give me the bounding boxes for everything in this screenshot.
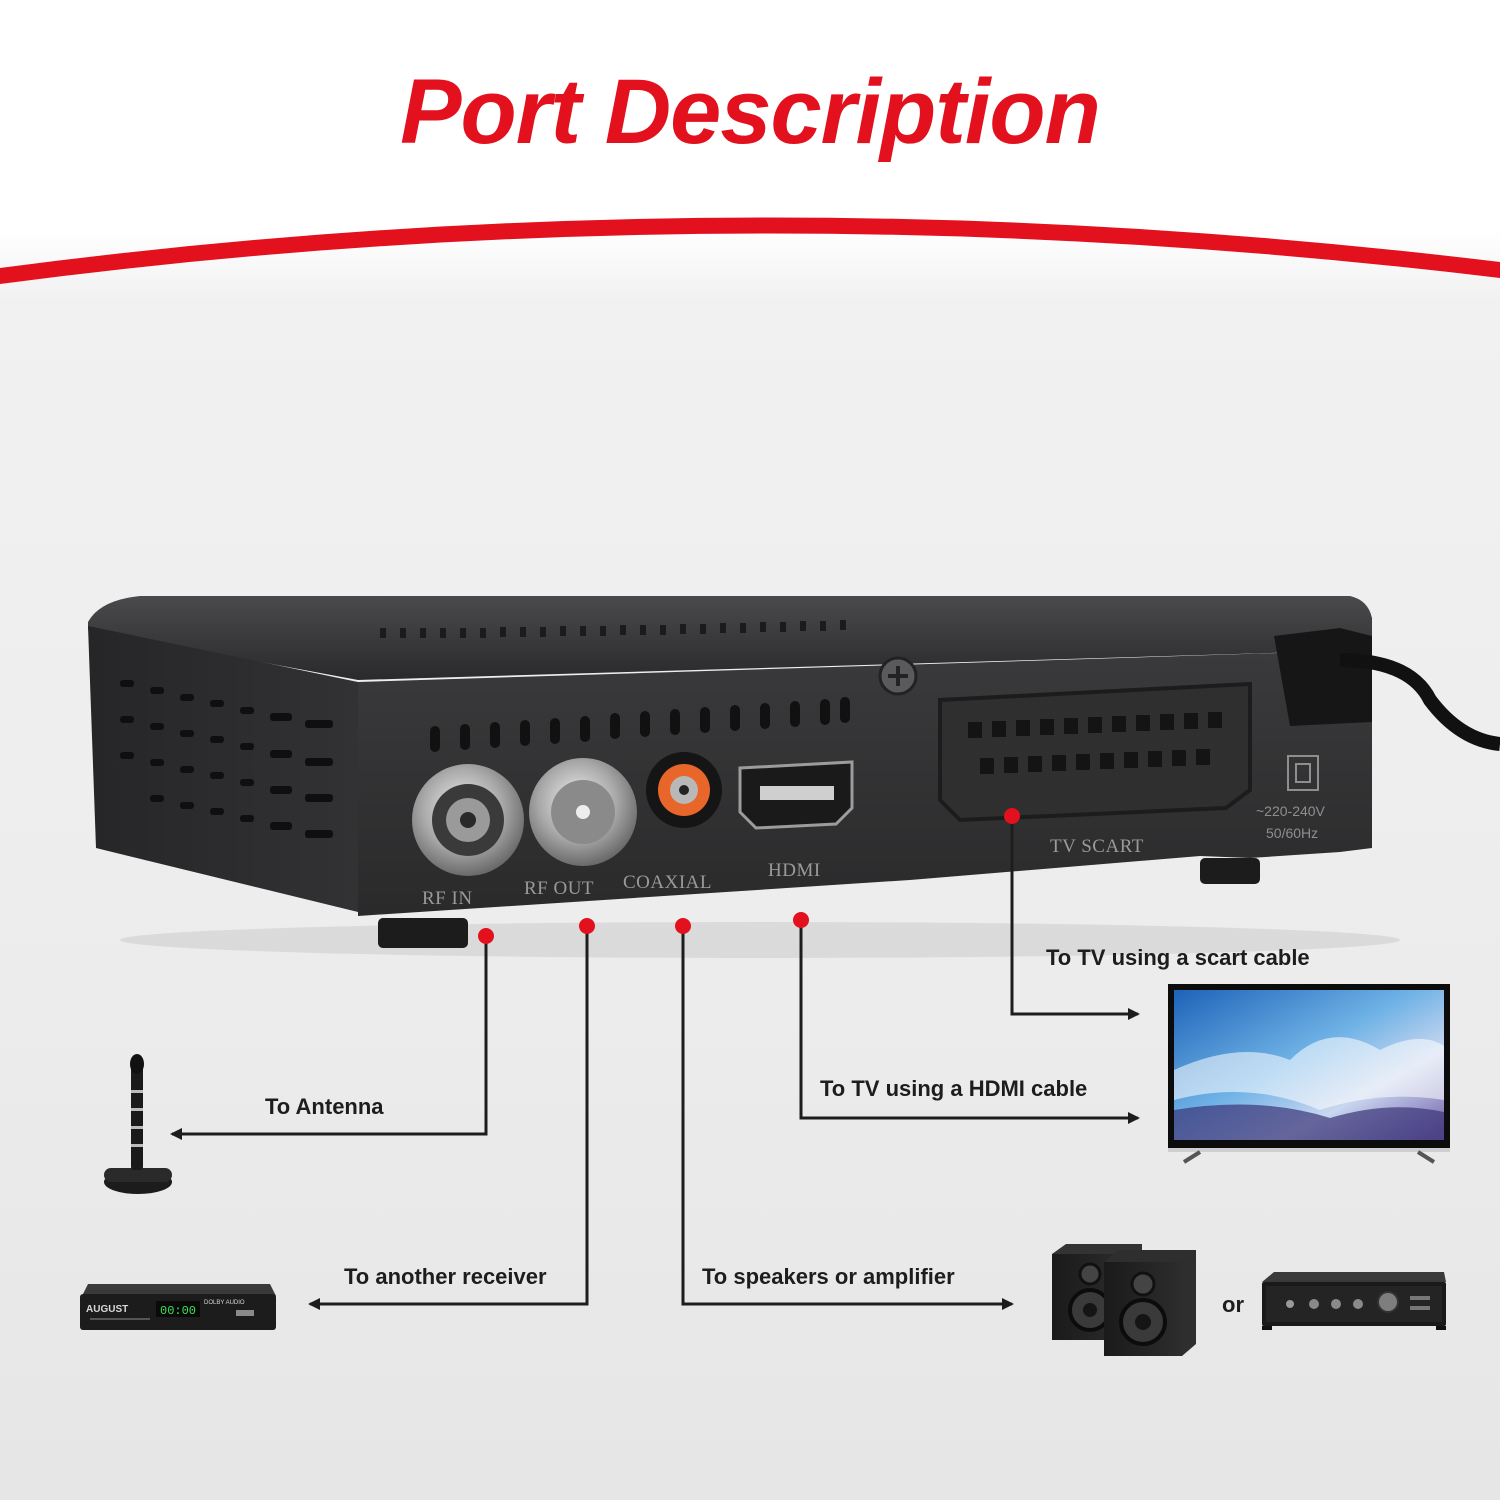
- receiver-brand: AUGUST: [86, 1304, 128, 1315]
- side-vents: [120, 680, 333, 838]
- label-coaxial: COAXIAL: [623, 872, 712, 893]
- marker-coaxial: [675, 918, 691, 934]
- label-to-speakers: To speakers or amplifier: [702, 1264, 955, 1289]
- label-or: or: [1222, 1292, 1244, 1317]
- label-to-tv-scart: To TV using a scart cable: [1046, 945, 1310, 970]
- line-rf-in: [170, 936, 488, 1140]
- top-vents: [380, 620, 846, 638]
- rf-in-port: [412, 764, 524, 876]
- screw: [878, 656, 918, 696]
- receiver-display: 00:00: [160, 1304, 196, 1318]
- marker-scart: [1004, 808, 1020, 824]
- label-rf-in: RF IN: [422, 888, 473, 909]
- scart-port: [938, 681, 1252, 823]
- line-hdmi: [799, 920, 1140, 1124]
- foot: [378, 918, 468, 948]
- tv-icon: [1168, 984, 1450, 1164]
- marker-hdmi: [793, 912, 809, 928]
- label-to-receiver: To another receiver: [344, 1264, 547, 1289]
- antenna-icon: [104, 1054, 172, 1194]
- line-scart: [1010, 816, 1140, 1020]
- foot: [1200, 858, 1260, 884]
- speakers-icon: [1052, 1244, 1196, 1356]
- label-tv-scart: TV SCART: [1050, 836, 1144, 857]
- marker-rf-out: [579, 918, 595, 934]
- back-vents: [430, 697, 850, 752]
- power-cable: [1274, 628, 1500, 751]
- rf-out-port: [529, 758, 637, 866]
- scart-pins: [968, 712, 1222, 774]
- label-rf-out: RF OUT: [524, 878, 594, 899]
- label-to-tv-hdmi: To TV using a HDMI cable: [820, 1076, 1087, 1101]
- top-panel: [88, 596, 1372, 680]
- amplifier-icon: [1262, 1272, 1446, 1330]
- coaxial-port: [646, 752, 722, 828]
- connector-lines: [170, 816, 1140, 1310]
- port-markers: [478, 808, 1020, 944]
- receiver-badge: DOLBY AUDIO: [204, 1300, 245, 1306]
- set-top-box: ~220-240V 50/60Hz RF IN RF OUT COAXIAL H…: [88, 596, 1500, 958]
- power-rating-line1: ~220-240V: [1256, 803, 1326, 819]
- power-symbol: [1287, 755, 1319, 791]
- receiver-icon: AUGUST DOLBY AUDIO 00:00: [80, 1284, 276, 1330]
- red-swoosh: [0, 217, 1500, 284]
- label-to-antenna: To Antenna: [265, 1094, 384, 1119]
- line-rf-out: [308, 926, 589, 1310]
- side-panel: [88, 626, 358, 912]
- power-rating-line2: 50/60Hz: [1266, 825, 1318, 841]
- line-coaxial: [681, 926, 1014, 1310]
- marker-rf-in: [478, 928, 494, 944]
- page-title: Port Description: [400, 61, 1101, 163]
- label-hdmi: HDMI: [768, 860, 821, 881]
- hdmi-port: [738, 760, 854, 830]
